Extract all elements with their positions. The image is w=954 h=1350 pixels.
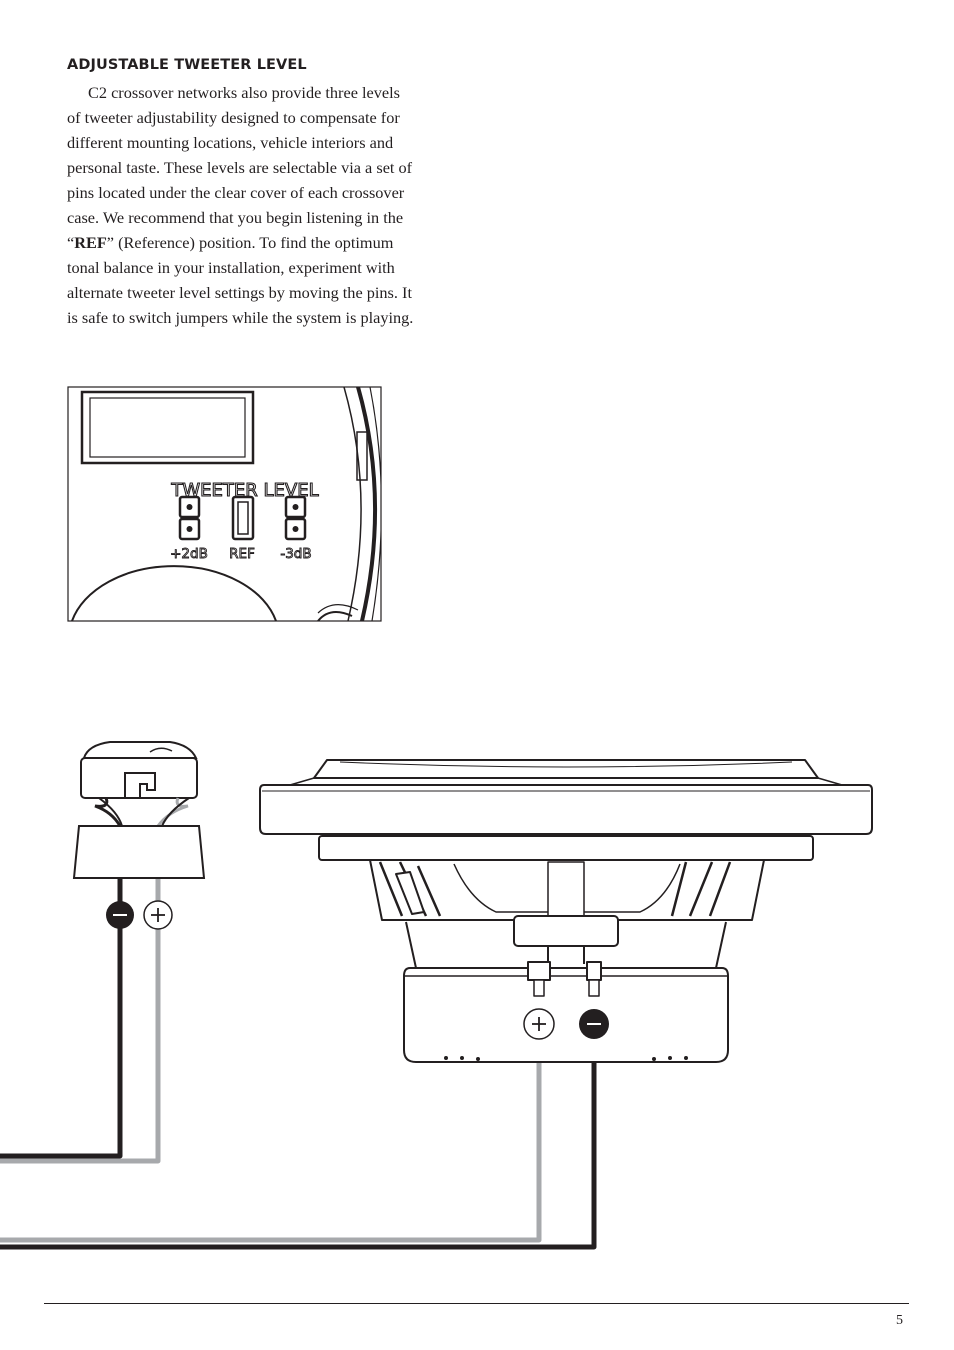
jumper-pins-minus3db [284, 495, 307, 541]
woofer-grille-ring [313, 759, 819, 779]
tweeter [72, 741, 206, 879]
crossover-cover-window [80, 390, 255, 465]
paragraph-line: case. We recommend that you begin listen… [67, 208, 404, 227]
tweeter-dome [82, 741, 198, 759]
ref-line-rest: ” (Reference) position. To find the opti… [106, 233, 394, 252]
jumper-pins-plus2db [178, 495, 201, 541]
jumper-pins-ref [231, 495, 255, 541]
woofer-magnet [403, 967, 729, 1063]
tweeter-positive-terminal [143, 900, 173, 930]
crossover-round-housing [71, 565, 277, 621]
woofer-positive-wire [0, 995, 542, 1243]
paragraph-line: alternate tweeter level settings by movi… [67, 283, 412, 302]
setting-label-ref: REF [229, 546, 255, 562]
paragraph-line-ref: “REF” (Reference) position. To find the … [67, 230, 459, 255]
woofer-basket-rim [259, 784, 873, 835]
woofer-negative-terminal [579, 1009, 609, 1039]
paragraph-line: different mounting locations, vehicle in… [67, 133, 394, 152]
tweeter-positive-wire [0, 878, 161, 1164]
tweeter-mount-cup [72, 825, 206, 879]
section-heading: ADJUSTABLE TWEETER LEVEL [67, 57, 307, 73]
wiring-harness [0, 878, 597, 1250]
paragraph-line: tonal balance in your installation, expe… [67, 258, 395, 277]
paragraph-line: is safe to switch jumpers while the syst… [67, 308, 414, 327]
setting-label-minus3db: -3dB [280, 546, 311, 562]
paragraph-line: pins located under the clear cover of ea… [67, 183, 405, 202]
woofer-positive-terminal [523, 1008, 555, 1040]
tweeter-level-title: TWEETER LEVEL [170, 480, 318, 501]
paragraph-line: personal taste. These levels are selecta… [67, 158, 413, 177]
woofer-negative-wire [0, 995, 597, 1250]
page-number: 5 [896, 1313, 903, 1328]
setting-label-plus2db: +2dB [170, 546, 208, 562]
ref-bold-term: REF [74, 233, 107, 252]
open-quote: “ [67, 233, 75, 252]
crossover-panel: TWEETER LEVEL +2dB REF -3dB [67, 386, 382, 622]
tweeter-negative-terminal [106, 901, 134, 929]
footer-rule [44, 1303, 909, 1304]
woofer [259, 759, 873, 1063]
body-paragraph: C2 crossover networks also provide three… [67, 80, 459, 330]
paragraph-line: of tweeter adjustability designed to com… [67, 108, 400, 127]
tweeter-negative-wire [0, 878, 123, 1159]
paragraph-line: C2 crossover networks also provide three… [88, 83, 400, 102]
crossover-case-edge [343, 387, 362, 621]
